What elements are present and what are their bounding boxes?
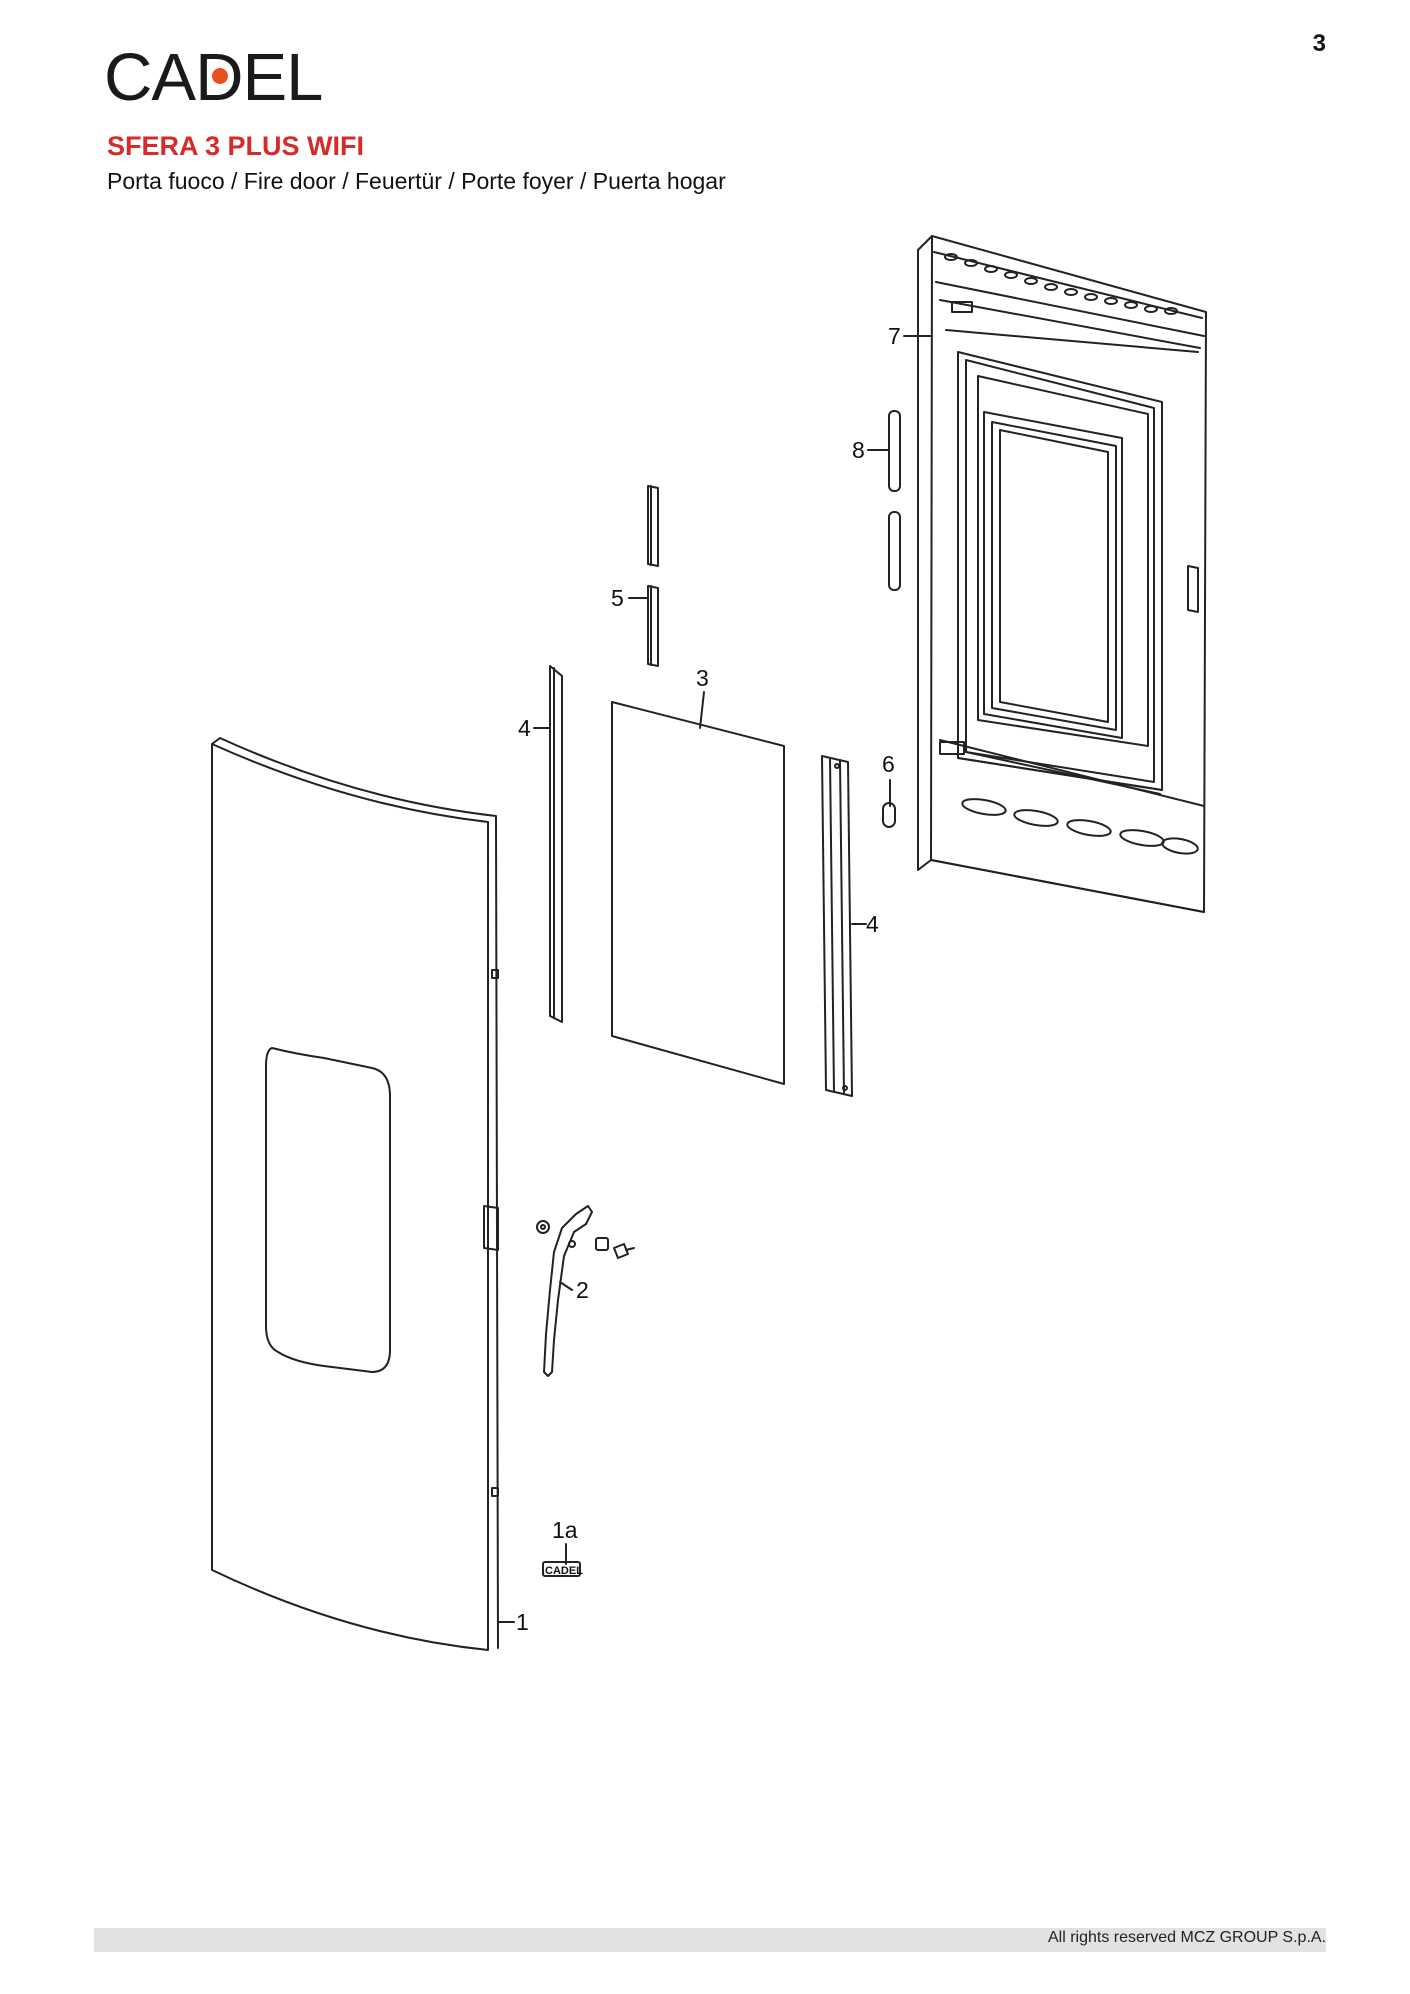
label-part-1a: 1a <box>552 1517 578 1543</box>
footer-copyright: All rights reserved MCZ GROUP S.p.A. <box>1048 1929 1326 1946</box>
part-4-left-profile <box>549 665 563 1023</box>
page-number: 3 <box>1312 30 1326 57</box>
label-part-3: 3 <box>696 665 709 691</box>
label-part-7: 7 <box>888 323 901 349</box>
part-8-rods <box>888 410 901 591</box>
part-4-right-profile <box>821 755 853 1097</box>
label-part-4-right: 4 <box>866 911 879 937</box>
brand-logo-text-left: CA <box>104 40 196 115</box>
brand-logo-dot-icon <box>212 68 228 84</box>
part-7-door-frame <box>917 235 1207 913</box>
footer-bar <box>94 1928 1326 1952</box>
label-part-4-left: 4 <box>518 715 531 741</box>
model-title: SFERA 3 PLUS WIFI <box>107 131 365 161</box>
part-2-handle <box>536 1205 635 1377</box>
leader-lines <box>497 335 933 1623</box>
label-part-6: 6 <box>882 751 895 777</box>
section-subtitle: Porta fuoco / Fire door / Feuertür / Por… <box>107 168 726 194</box>
label-part-1: 1 <box>516 1609 529 1635</box>
part-1a-logo-text: CADEL <box>545 1565 583 1577</box>
label-part-5: 5 <box>611 585 624 611</box>
brand-logo: CADEL <box>104 44 323 111</box>
part-1a-logo-badge <box>542 1561 581 1577</box>
part-6-pin <box>882 802 896 828</box>
label-part-2: 2 <box>576 1277 589 1303</box>
part-5-strips <box>647 485 659 667</box>
label-part-8: 8 <box>852 437 865 463</box>
part-1-outer-door <box>211 737 499 1651</box>
part-3-glass <box>611 701 785 1085</box>
